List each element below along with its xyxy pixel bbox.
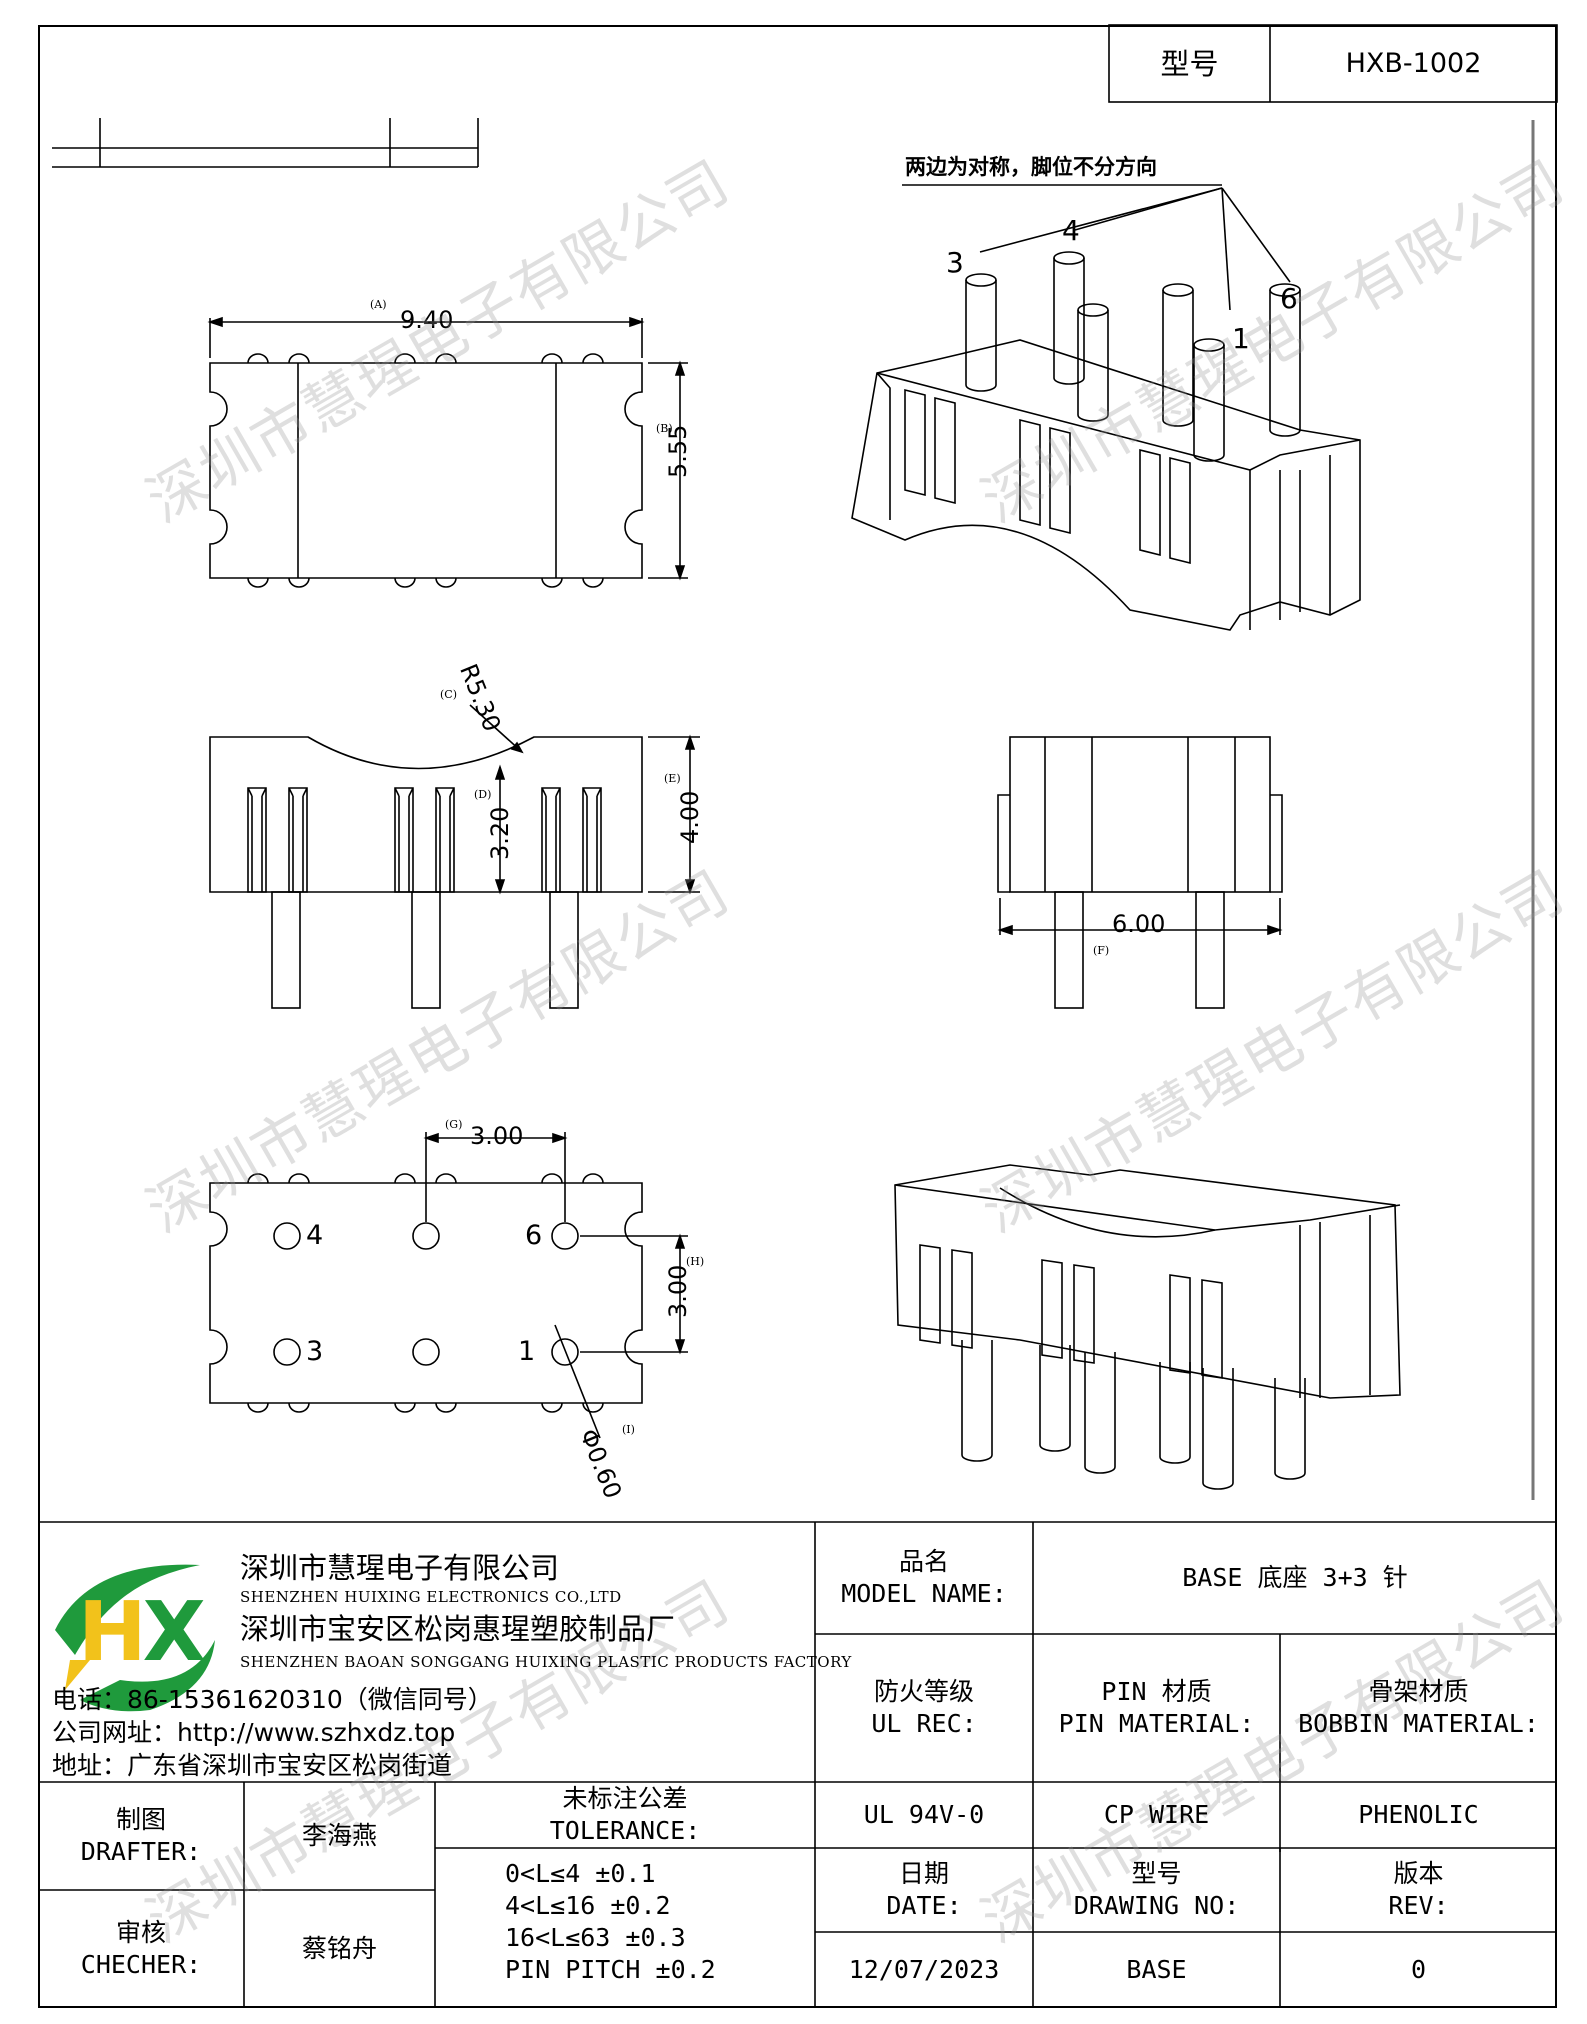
dim-g: 3.00 <box>470 1122 524 1150</box>
pin-label-3: 3 <box>946 246 964 279</box>
ref-a: (A) <box>370 298 387 311</box>
front-view <box>209 704 700 1009</box>
company-logo <box>55 1564 215 1712</box>
bobbin-material-value: PHENOLIC <box>1358 1800 1479 1829</box>
ref-e: (E) <box>664 772 681 785</box>
tolerance-label: 未标注公差 TOLERANCE: <box>549 1784 701 1845</box>
drawing-frame <box>38 25 1557 2008</box>
bobbin-material-label: 骨架材质 BOBBIN MATERIAL: <box>1298 1677 1539 1738</box>
drawing-no-label: 型号 DRAWING NO: <box>1073 1859 1240 1920</box>
dim-d: 3.20 <box>486 806 514 860</box>
part-no-label: 型号 <box>1160 46 1219 81</box>
pin-number-6: 6 <box>525 1220 543 1251</box>
iso-view-top <box>851 184 1361 631</box>
company-name-en: SHENZHEN HUIXING ELECTRONICS CO.,LTD <box>240 1588 622 1606</box>
rev-label: 版本 REV: <box>1388 1859 1449 1920</box>
ul-label: 防火等级 UL REC: <box>871 1677 977 1738</box>
part-no-value: HXB-1002 <box>1345 47 1482 79</box>
drafter-label: 制图 DRAFTER: <box>80 1805 202 1866</box>
website[interactable]: 公司网址：http://www.szhxdz.top <box>52 1718 456 1747</box>
logo-text: HX <box>78 1585 206 1680</box>
drawing-no-value: BASE <box>1126 1955 1187 1984</box>
dim-e: 4.00 <box>676 790 704 844</box>
rev-value: 0 <box>1410 1955 1427 1984</box>
title-block-grid <box>38 1521 1557 2008</box>
side-view <box>997 736 1283 1009</box>
tolerance-line: 4<L≤16 ±0.2 <box>505 1891 671 1920</box>
pin-number-1: 1 <box>518 1336 536 1367</box>
symmetry-note: 两边为对称，脚位不分方向 <box>905 154 1157 179</box>
top-view <box>207 316 688 588</box>
phone: 电话：86-15361620310（微信同号） <box>52 1685 493 1714</box>
pin-label-6: 6 <box>1280 282 1298 315</box>
checker-label: 审核 CHECHER: <box>80 1918 202 1979</box>
pin-label-1: 1 <box>1232 322 1250 355</box>
model-name-label: 品名 MODEL NAME: <box>841 1547 1007 1608</box>
pin-number-3: 3 <box>306 1336 324 1367</box>
model-name-value: BASE 底座 3+3 针 <box>1182 1563 1408 1592</box>
checker-value: 蔡铭舟 <box>301 1934 377 1963</box>
ref-c: (C) <box>440 688 457 701</box>
dim-a: 9.40 <box>400 306 454 334</box>
ref-h: (H) <box>686 1255 705 1268</box>
iso-view-bottom <box>894 1164 1401 1490</box>
ref-d: (D) <box>474 788 492 801</box>
tolerance-line: 16<L≤63 ±0.3 <box>505 1923 686 1952</box>
address: 地址：广东省深圳市宝安区松岗街道 <box>52 1751 453 1780</box>
factory-name-cn: 深圳市宝安区松岗惠瑆塑胶制品厂 <box>240 1612 676 1646</box>
ref-b: (B) <box>656 422 673 435</box>
drafter-value: 李海燕 <box>301 1821 377 1850</box>
factory-name-en: SHENZHEN BAOAN SONGGANG HUIXING PLASTIC … <box>240 1653 852 1671</box>
bottom-view <box>209 1132 688 1439</box>
tolerance-line: 0<L≤4 ±0.1 <box>505 1859 656 1888</box>
pin-label-4: 4 <box>1062 214 1080 247</box>
ul-value: UL 94V-0 <box>863 1800 985 1829</box>
ref-g: (G) <box>445 1118 463 1131</box>
pin-number-4: 4 <box>306 1220 324 1251</box>
date-label: 日期 DATE: <box>886 1859 962 1920</box>
pin-material-label: PIN 材质 PIN MATERIAL: <box>1058 1677 1255 1738</box>
ref-f: (F) <box>1093 944 1110 957</box>
dim-h: 3.00 <box>664 1264 692 1318</box>
pin-material-value: CP WIRE <box>1103 1800 1210 1829</box>
company-name-cn: 深圳市慧瑆电子有限公司 <box>240 1551 560 1585</box>
dim-f: 6.00 <box>1112 910 1166 938</box>
date-value: 12/07/2023 <box>848 1955 1000 1984</box>
tolerance-line: PIN PITCH ±0.2 <box>505 1955 716 1984</box>
part-no-box <box>1108 24 1558 103</box>
ref-i: (I) <box>622 1423 635 1436</box>
